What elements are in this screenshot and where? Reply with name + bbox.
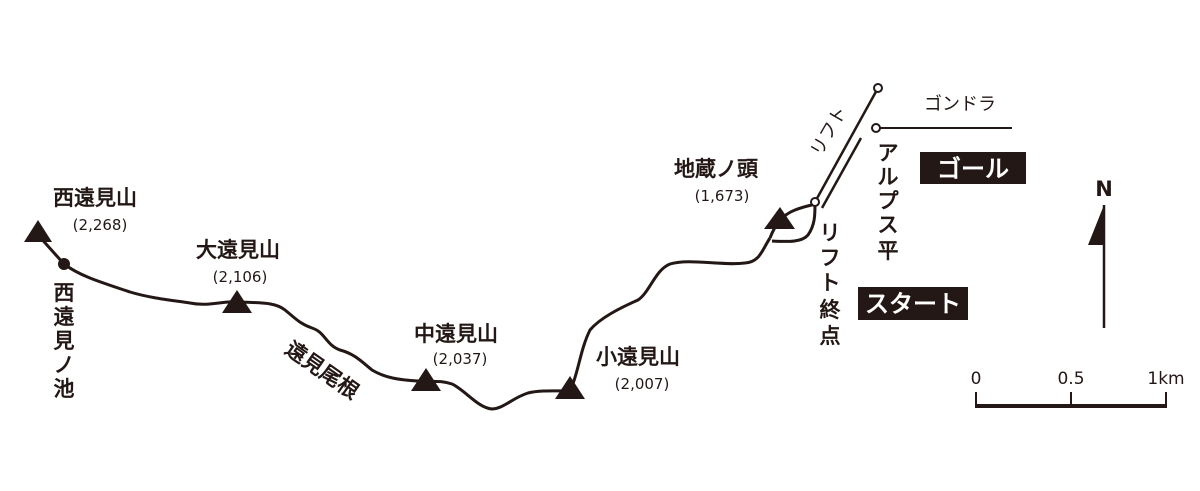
svg-text:ノ: ノ — [54, 353, 75, 377]
start-badge: スタート — [858, 287, 968, 320]
svg-text:ト: ト — [820, 271, 841, 295]
svg-text:遠: 遠 — [54, 305, 75, 329]
svg-text:0: 0 — [971, 369, 982, 389]
pond-label: 西 遠 見 ノ 池 — [54, 281, 75, 401]
trail-route — [36, 233, 772, 411]
gondola-label: ゴンドラ — [924, 94, 996, 115]
lift-line-2 — [820, 137, 863, 209]
svg-text:1km: 1km — [1147, 369, 1184, 389]
lift-line — [813, 87, 880, 203]
svg-text:西: 西 — [54, 281, 75, 305]
lift-top-station — [873, 83, 883, 93]
lift-label: リフト — [807, 103, 852, 160]
svg-text:池: 池 — [54, 377, 75, 401]
peak-label: 地蔵ノ頭 — [674, 157, 759, 181]
lift-end-label: リ フ ト 終 点 — [820, 221, 842, 348]
peak-label: 中遠見山 — [414, 322, 498, 346]
pond-marker — [58, 258, 70, 270]
svg-text:見: 見 — [54, 329, 75, 353]
peak-label: 小遠見山 — [596, 345, 680, 369]
peak-icon — [222, 290, 252, 313]
svg-text:フ: フ — [820, 246, 841, 270]
peak-icon — [24, 220, 52, 242]
gondola-station — [871, 123, 881, 133]
svg-text:ス: ス — [878, 213, 899, 237]
svg-text:ル: ル — [878, 165, 899, 189]
alps-daira-label: ア ル プ ス 平 — [878, 141, 900, 263]
svg-text:N: N — [1095, 177, 1113, 201]
peak-elevation: (2,106) — [213, 268, 268, 286]
peak-label: 西遠見山 — [53, 186, 137, 210]
svg-text:終: 終 — [820, 298, 842, 322]
svg-text:点: 点 — [820, 324, 841, 348]
peak-elevation: (2,037) — [433, 350, 488, 368]
svg-text:スタート: スタート — [865, 290, 961, 318]
goal-badge: ゴール — [920, 152, 1026, 184]
peak-icon — [411, 368, 441, 391]
lift-end-station — [810, 197, 820, 207]
svg-text:ゴール: ゴール — [937, 155, 1009, 183]
north-arrow-icon: N — [1088, 177, 1113, 328]
svg-text:プ: プ — [878, 189, 900, 213]
svg-text:0.5: 0.5 — [1057, 369, 1084, 389]
peak-elevation: (2,007) — [615, 375, 670, 393]
ridge-label: 遠見尾根 — [281, 336, 364, 404]
peak-elevation: (2,268) — [73, 216, 128, 234]
peak-label: 大遠見山 — [196, 238, 280, 262]
peak-icon — [764, 207, 795, 229]
svg-text:リ: リ — [820, 221, 841, 245]
svg-text:ア: ア — [878, 141, 899, 165]
scale-bar: 0 0.5 1km — [971, 369, 1185, 408]
peak-icon — [555, 376, 585, 399]
svg-text:平: 平 — [878, 239, 899, 263]
peak-elevation: (1,673) — [695, 187, 750, 205]
